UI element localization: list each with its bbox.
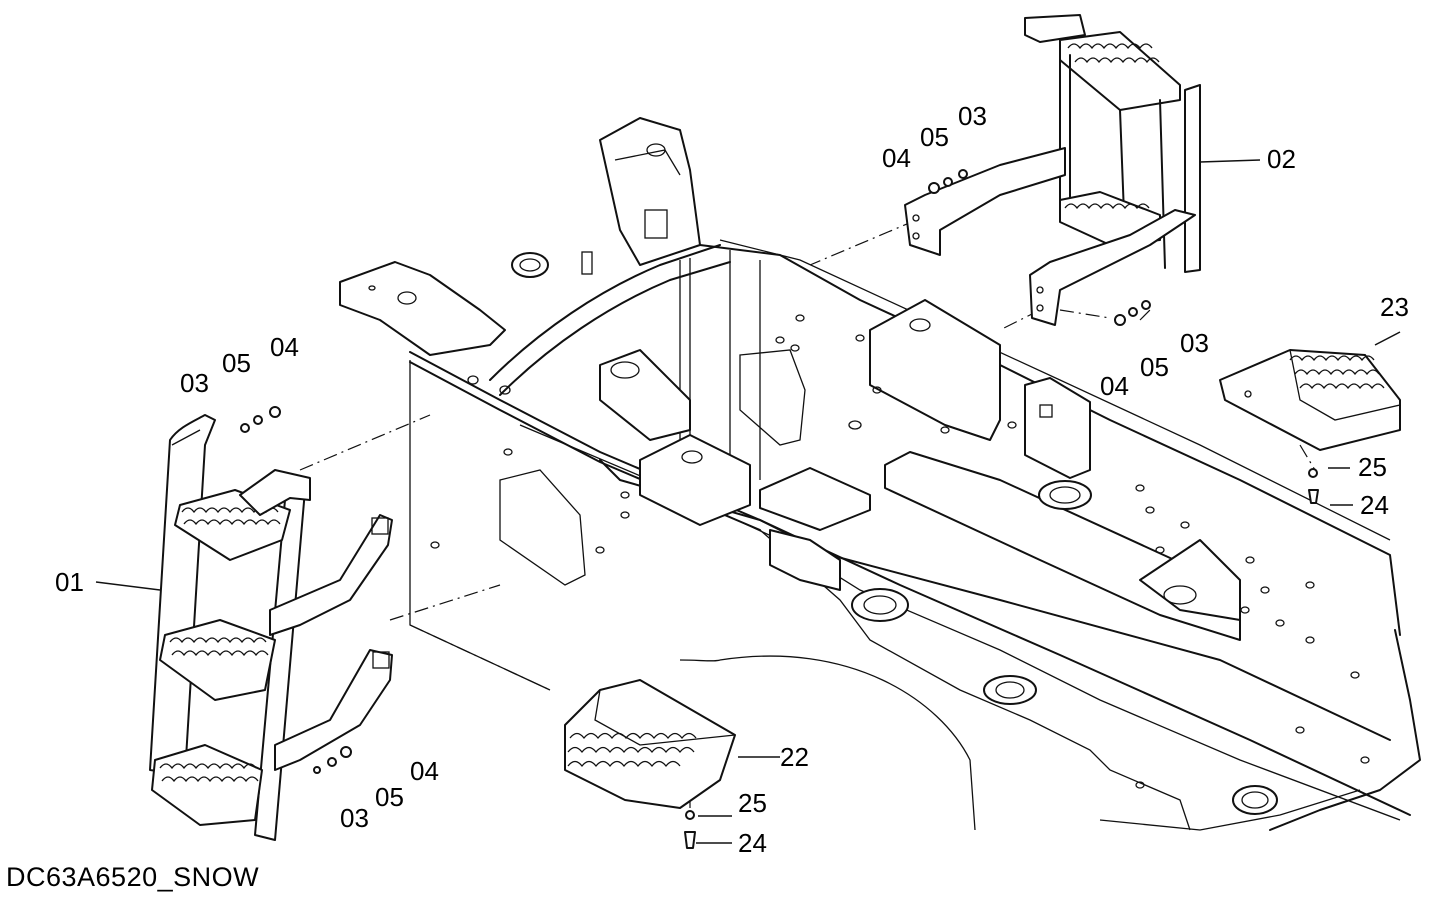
ladder-01 xyxy=(149,414,393,841)
ladder-02 xyxy=(904,14,1201,326)
ladder-02-hardware xyxy=(928,169,1151,326)
main-frame xyxy=(339,117,1421,831)
label-washer-25: 25 xyxy=(1358,452,1387,482)
label-washer-25: 25 xyxy=(738,788,767,818)
label-washer-05: 05 xyxy=(920,122,949,152)
label-nut-03: 03 xyxy=(340,803,369,833)
label-bolt-03: 03 xyxy=(180,368,209,398)
step-23 xyxy=(1219,349,1401,504)
part-labels: 01 03 05 04 04 05 03 02 04 05 03 04 05 0… xyxy=(55,101,1409,858)
leader-lines xyxy=(95,159,1401,844)
step-22 xyxy=(564,679,736,849)
label-part-01: 01 xyxy=(55,567,84,597)
label-washer-04: 04 xyxy=(410,756,439,786)
label-washer-04: 04 xyxy=(1100,371,1129,401)
label-bolt-24: 24 xyxy=(1360,490,1389,520)
label-washer-05: 05 xyxy=(375,782,404,812)
label-washer-04: 04 xyxy=(882,143,911,173)
label-bolt-03: 03 xyxy=(958,101,987,131)
label-bolt-24: 24 xyxy=(738,828,767,858)
drawing-code: DC63A6520_SNOW xyxy=(6,862,260,892)
label-part-02: 02 xyxy=(1267,144,1296,174)
label-part-22: 22 xyxy=(780,742,809,772)
frame-studs xyxy=(430,314,1370,789)
label-washer-05: 05 xyxy=(1140,352,1169,382)
label-part-23: 23 xyxy=(1380,292,1409,322)
label-washer-05: 05 xyxy=(222,348,251,378)
label-bolt-03: 03 xyxy=(1180,328,1209,358)
ladder-01-hardware xyxy=(240,406,352,774)
label-washer-04: 04 xyxy=(270,332,299,362)
